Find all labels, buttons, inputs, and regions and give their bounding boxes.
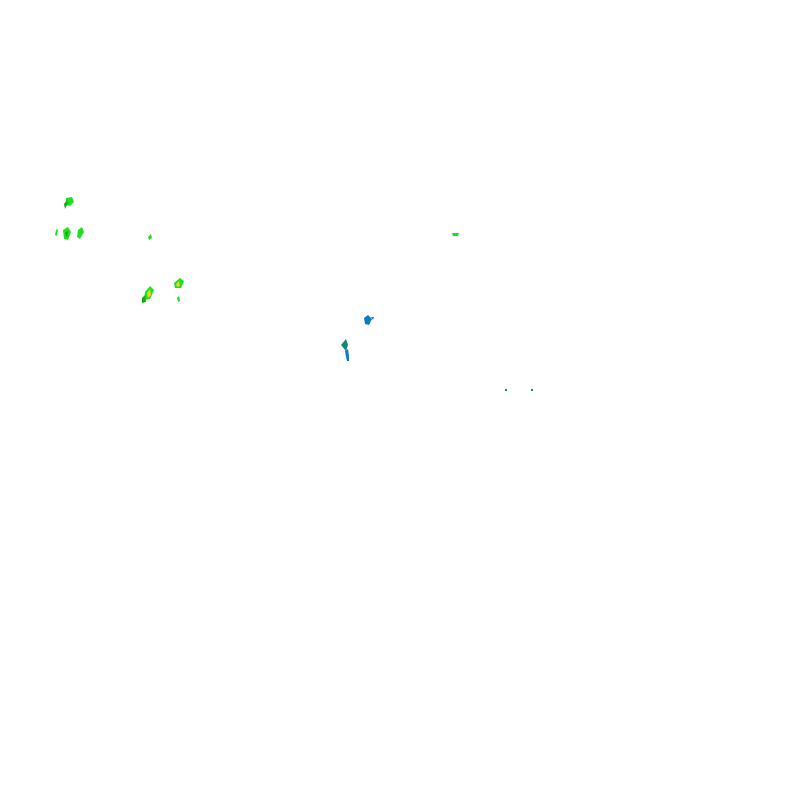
cluster-west-isolated <box>148 234 152 240</box>
echo-cell <box>366 318 370 322</box>
echo-cell <box>345 349 349 357</box>
echo-cell <box>531 389 533 391</box>
echo-cell <box>64 200 68 209</box>
cluster-southeast-specks <box>505 389 533 391</box>
cluster-central-east <box>452 233 459 236</box>
echo-cell <box>177 296 180 302</box>
cluster-west <box>55 227 84 240</box>
echo-cell <box>142 295 146 303</box>
echo-cell <box>371 317 374 320</box>
echo-cell <box>452 233 459 236</box>
echo-cell <box>66 197 74 206</box>
echo-cell <box>55 229 58 236</box>
echo-cell <box>65 231 68 238</box>
echo-cell <box>341 339 348 351</box>
echo-cell <box>346 356 349 361</box>
cluster-southwest <box>142 278 184 303</box>
echo-cell <box>148 234 152 240</box>
echo-cell <box>77 227 84 239</box>
echo-cell <box>147 289 151 298</box>
echo-cell <box>505 389 507 391</box>
cluster-northwest <box>64 197 74 209</box>
echo-cell <box>176 281 180 287</box>
cluster-central <box>364 315 374 325</box>
cluster-central-south <box>341 339 349 361</box>
